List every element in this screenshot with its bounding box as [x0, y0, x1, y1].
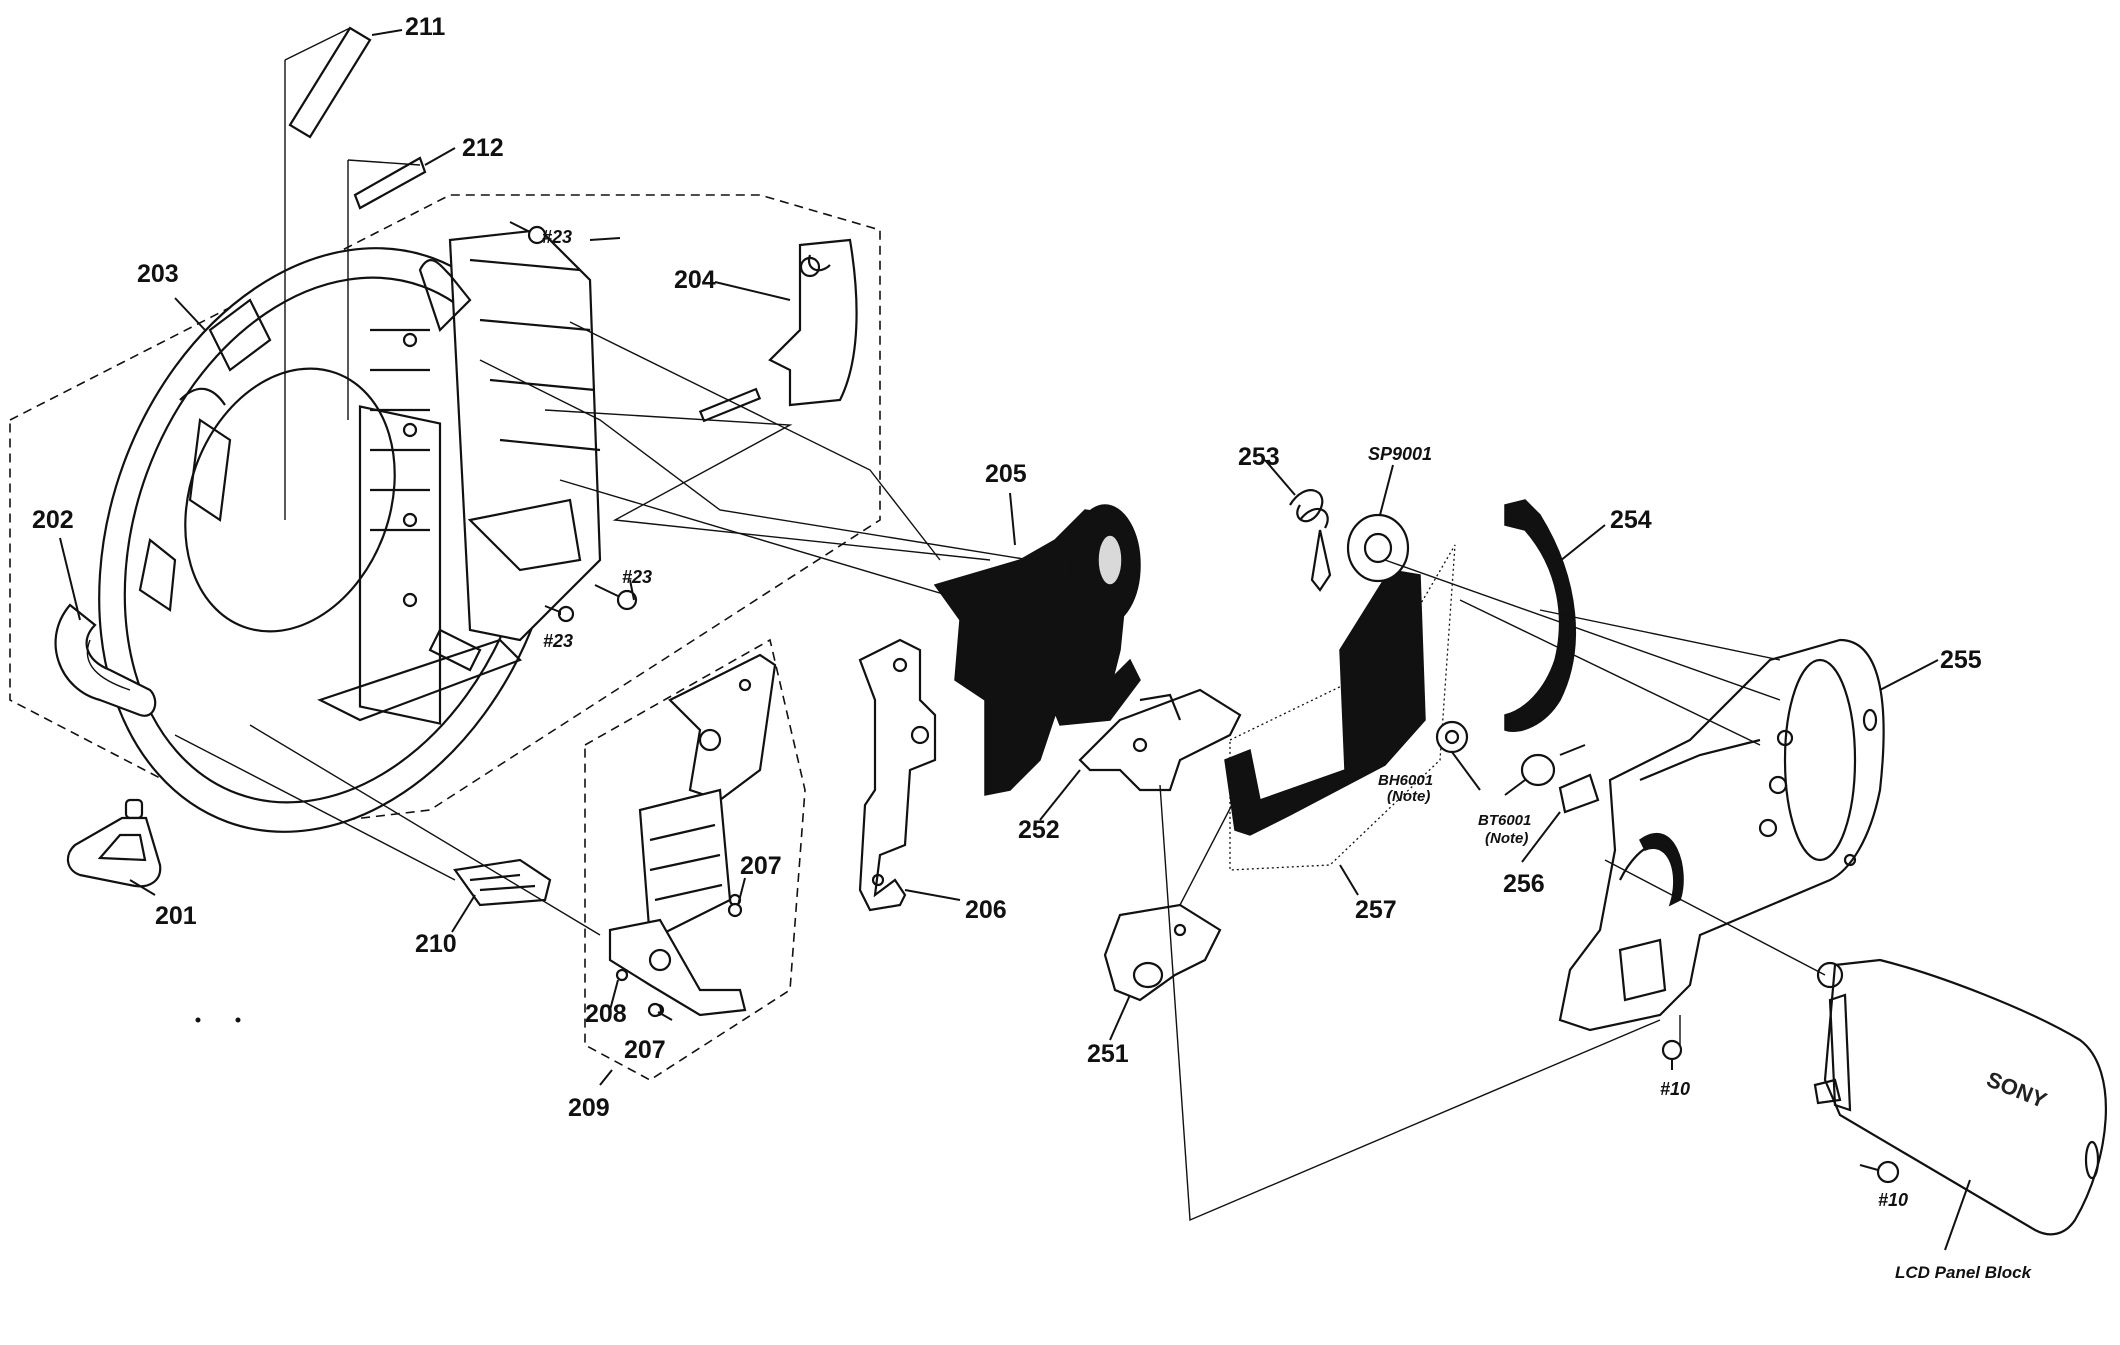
callout-252: 252 — [1018, 816, 1060, 844]
callout-screw-23-top: #23 — [542, 227, 572, 247]
callout-201: 201 — [155, 902, 197, 930]
callout-screw-10-frame: #10 — [1660, 1079, 1690, 1099]
assembly-203-outline — [9, 194, 881, 831]
callout-253: 253 — [1238, 443, 1280, 471]
callout-screw-23-low: #23 — [543, 631, 573, 651]
bracket-206 — [858, 638, 937, 912]
battery-holder-bh6001 — [1435, 720, 1469, 754]
screw-23-mid — [594, 584, 638, 611]
hook-201 — [66, 798, 162, 888]
callout-208: 208 — [585, 1000, 627, 1028]
battery-bt6001 — [1520, 744, 1586, 787]
lens-assembly-205 — [933, 504, 1141, 796]
callout-212: 212 — [462, 134, 504, 162]
callout-211: 211 — [405, 13, 445, 41]
screw-208 — [615, 968, 629, 982]
sheet-256 — [1558, 773, 1600, 814]
callout-206: 206 — [965, 896, 1007, 924]
label-212 — [353, 156, 427, 210]
callout-254: 254 — [1610, 506, 1652, 534]
callout-bt6001-note: (Note) — [1485, 830, 1528, 847]
cabinet-203 — [98, 228, 602, 833]
lcd-panel-block: SONY — [1813, 958, 2107, 1236]
callout-bt6001: BT6001 — [1478, 812, 1531, 829]
speaker-sp9001 — [1346, 513, 1410, 583]
callout-sp9001: SP9001 — [1368, 444, 1432, 464]
screw-23-top — [509, 221, 547, 245]
assembly-257-outline — [1229, 544, 1456, 871]
callout-257: 257 — [1355, 896, 1397, 924]
screw-207-bottom — [647, 1002, 663, 1018]
callout-screw-10-lcd: #10 — [1878, 1190, 1908, 1210]
assembly-209-outline — [584, 638, 806, 1081]
bracket-251 — [1103, 903, 1222, 1002]
callout-bh6001: BH6001 — [1378, 772, 1433, 789]
panel-frame-255 — [1558, 638, 1885, 1032]
callout-209: 209 — [568, 1094, 610, 1122]
bracket-252 — [1078, 688, 1242, 792]
callout-lcd-panel-block: LCD Panel Block — [1895, 1263, 2033, 1282]
grip-204 — [698, 238, 858, 423]
callout-204: 204 — [674, 266, 716, 294]
callout-255: 255 — [1940, 646, 1982, 674]
callout-207-bottom: 207 — [624, 1036, 666, 1064]
screw-23-low — [544, 605, 575, 623]
callout-207-top: 207 — [740, 852, 782, 880]
callout-205: 205 — [985, 460, 1027, 488]
spring-253 — [1289, 489, 1332, 592]
jack-block-209 — [608, 653, 777, 1017]
callout-256: 256 — [1503, 870, 1545, 898]
callout-203: 203 — [137, 260, 179, 288]
callout-bh6001-note: (Note) — [1387, 788, 1430, 805]
callout-210: 210 — [415, 930, 457, 958]
strip-254 — [1504, 499, 1577, 732]
callout-251: 251 — [1087, 1040, 1129, 1068]
bracket-210 — [453, 858, 552, 907]
board-257 — [1224, 569, 1426, 836]
screw-207-top — [727, 902, 743, 918]
screw-10-frame — [1661, 1039, 1683, 1070]
screw-10-lcd — [1859, 1160, 1900, 1184]
callout-screw-23-mid: #23 — [622, 567, 652, 587]
label-211 — [288, 26, 372, 139]
callout-202: 202 — [32, 506, 74, 534]
